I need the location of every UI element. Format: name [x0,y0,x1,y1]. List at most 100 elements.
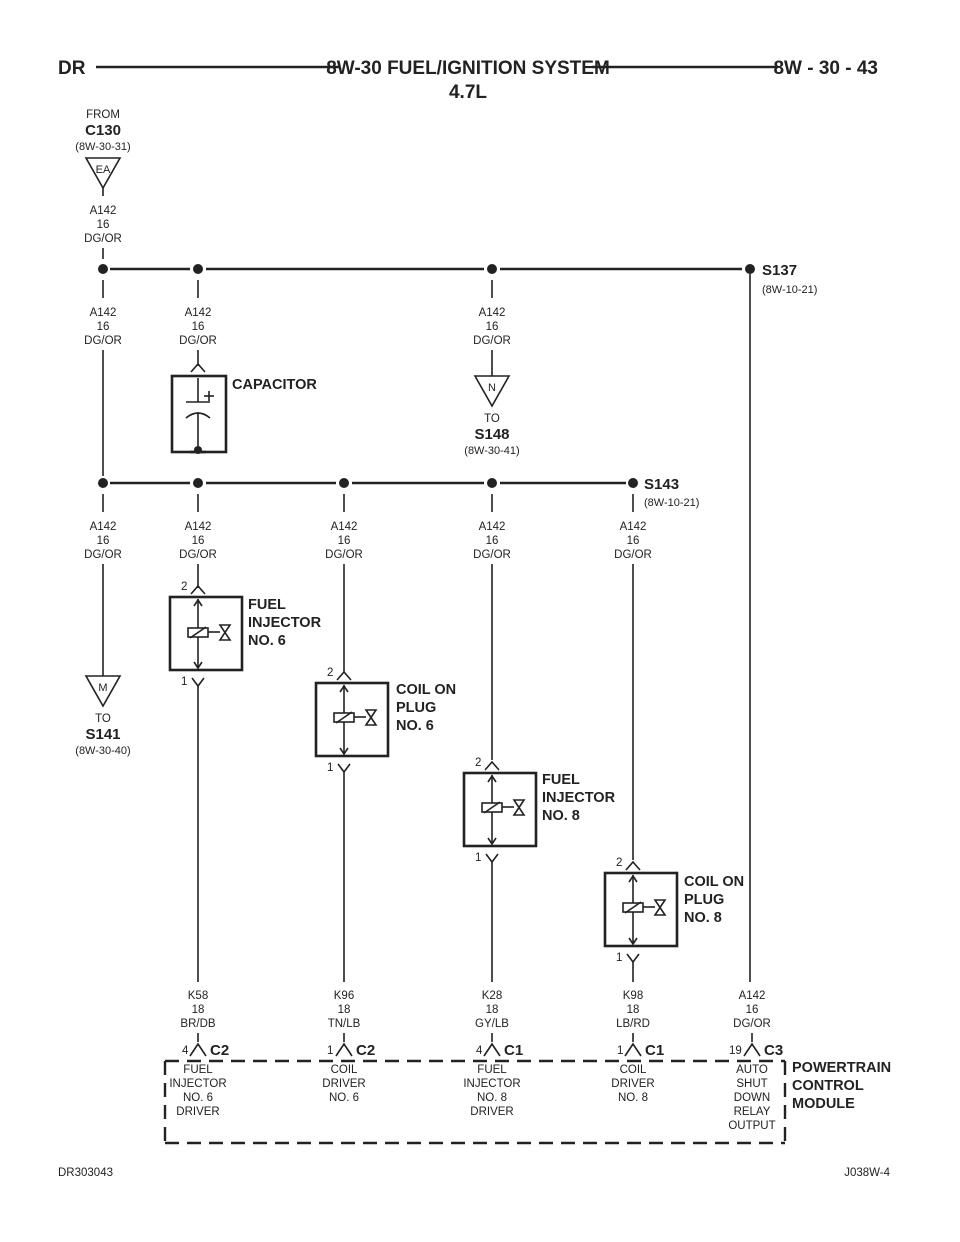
page-header: DR 8W-30 FUEL/IGNITION SYSTEM 8W - 30 - … [58,58,878,103]
pcm-pin-c1-4: 4 C1 FUEL INJECTOR NO. 8 DRIVER [463,1042,523,1118]
c130-name: C130 [85,122,121,139]
splice-dot [339,478,349,488]
pin-desc: FUEL [477,1064,507,1076]
valve-icon [218,624,232,641]
capacitor-box [170,374,228,454]
pin-desc: DRIVER [176,1106,219,1118]
pin-desc: DRIVER [611,1078,654,1090]
wire-gauge: 16 [338,535,351,547]
wire-gauge: 16 [486,321,499,333]
pin-desc: FUEL [183,1064,213,1076]
arrow-mark [193,661,203,670]
component-label: COIL ON [396,682,456,698]
wire-gauge: 16 [192,535,205,547]
pcm-pin-c2-1: 1 C2 COIL DRIVER NO. 6 [322,1042,375,1104]
pin-desc: OUTPUT [728,1120,775,1132]
pcm-label: CONTROL [792,1078,864,1094]
component-label: NO. 8 [684,910,722,926]
pin-desc: AUTO [736,1064,768,1076]
s137-name: S137 [762,262,797,279]
pcm-label: MODULE [792,1096,855,1112]
pcm-pin-c1-1: 1 C1 COIL DRIVER NO. 8 [611,1042,664,1104]
capacitor: CAPACITOR [170,350,317,454]
splice-dot [193,264,203,274]
pin-desc: DOWN [734,1092,770,1104]
wire-color: DG/OR [473,549,511,561]
wire-color: DG/OR [179,549,217,561]
arrow-mark [628,937,638,946]
ea-tag: EA [96,164,111,176]
wire-color: DG/OR [84,335,122,347]
wire-gauge: 16 [97,219,110,231]
wire-circuit: A142 [479,521,506,533]
pcm-pin-c3-19: 19 C3 AUTO SHUT DOWN RELAY OUTPUT [728,1042,783,1132]
pin-desc: COIL [620,1064,647,1076]
connector-mark [484,760,500,771]
arrow-mark [339,747,349,756]
wire-label-c130: A142 16 DG/OR [84,205,122,245]
s148-ref: (8W-30-41) [464,445,519,457]
coil-slash [189,626,207,639]
header-title: 8W-30 FUEL/IGNITION SYSTEM [326,58,610,79]
splice-dot [98,264,108,274]
component-label: PLUG [684,892,724,908]
wire-circuit: K58 [188,990,208,1002]
connector-mark [190,362,206,373]
component-label: INJECTOR [542,790,616,806]
wire-gauge: 16 [746,1004,759,1016]
wire-label: A142 16 DG/OR [325,521,363,561]
wire-gauge: 16 [97,321,110,333]
c130-ref: (8W-30-31) [75,141,130,153]
pin-desc: NO. 8 [618,1092,648,1104]
wire-label: A142 16 DG/OR [614,521,652,561]
wire-circuit: K96 [334,990,354,1002]
wire-circuit: K98 [623,990,643,1002]
component-label: COIL ON [684,874,744,890]
bottom-wire-label: K58 18 BR/DB [180,990,215,1030]
s137-ref: (8W-10-21) [762,284,817,296]
pin-label: 2 [475,757,481,769]
connector-mark [191,677,205,688]
pin-label: 1 [475,852,481,864]
component-label: FUEL [248,597,286,613]
wire-gauge: 16 [627,535,640,547]
ea-triangle [84,157,122,190]
wire-label: A142 16 DG/OR [84,521,122,561]
ground-dot [194,446,202,454]
wire-gauge: 16 [486,535,499,547]
m-tag: M [98,682,107,694]
wire-circuit: A142 [90,307,117,319]
pin-number: 1 [617,1045,623,1057]
wire-color: DG/OR [84,549,122,561]
arrow-mark [487,837,497,846]
connector-name: C2 [356,1042,375,1059]
s143-ref: (8W-10-21) [644,497,699,509]
splice-bus-s137: S137 (8W-10-21) [98,262,817,296]
connector-mark [626,953,640,964]
splice-dot [487,264,497,274]
wire-color: DG/OR [733,1018,771,1030]
pin-desc: COIL [331,1064,358,1076]
wire-color: DG/OR [325,549,363,561]
footer-left: DR303043 [58,1167,113,1179]
header-left: DR [58,58,86,79]
pin-desc: DRIVER [470,1106,513,1118]
wire-color: LB/RD [616,1018,650,1030]
connector-name: C1 [645,1042,664,1059]
wire-gauge: 18 [486,1004,499,1016]
wire-color: DG/OR [473,335,511,347]
footer-right: J038W-4 [844,1167,890,1179]
component-label: PLUG [396,700,436,716]
connector-mark [743,1042,761,1057]
wire-circuit: A142 [739,990,766,1002]
wire-gauge: 16 [192,321,205,333]
n-triangle [473,375,511,408]
connector-name: C2 [210,1042,229,1059]
arrow-mark [628,874,638,883]
component-label: NO. 8 [542,808,580,824]
header-subtitle: 4.7L [449,82,487,103]
wire-circuit: A142 [331,521,358,533]
valve-icon [364,709,378,726]
fuel-injector-8: 2 1 FUEL INJECTOR NO. 8 [462,564,616,864]
connector-mark [483,1042,501,1057]
